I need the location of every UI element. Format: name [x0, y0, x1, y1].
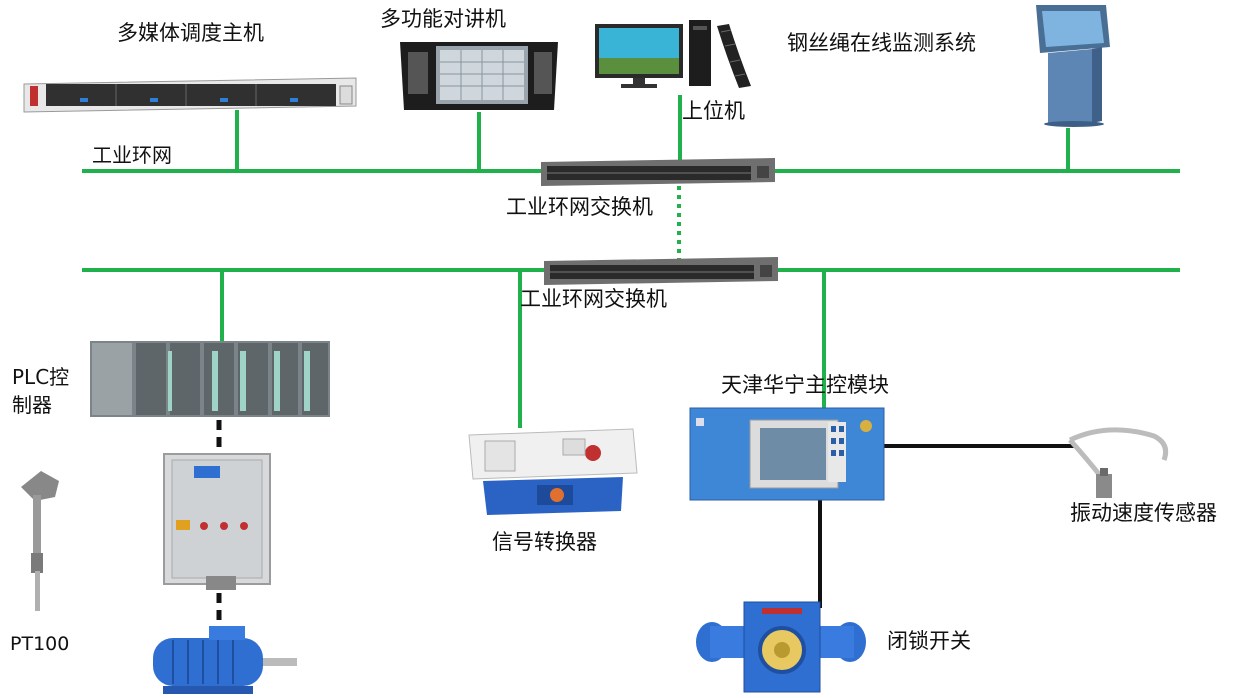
label-signal-converter: 信号转换器	[492, 530, 597, 554]
label-plc-line2: 制器	[12, 393, 52, 417]
network-switch-icon-top	[541, 158, 775, 186]
signal-converter-icon	[468, 428, 638, 515]
vibration-sensor-icon	[1068, 427, 1169, 498]
lock-switch-icon	[696, 601, 866, 693]
monitoring-kiosk-icon	[1036, 5, 1110, 127]
label-ring-network-top: 工业环网	[92, 143, 172, 167]
rack-server-icon	[23, 77, 357, 113]
network-switch-icon-bottom	[544, 257, 778, 285]
plc-controller-icon	[90, 341, 330, 417]
temperature-probe-icon	[21, 471, 59, 611]
label-switch-bottom: 工业环网交换机	[520, 287, 667, 311]
label-vibration-sensor: 振动速度传感器	[1070, 501, 1217, 525]
explosion-proof-cabinet-icon	[163, 453, 271, 590]
label-rope-monitor: 钢丝绳在线监测系统	[787, 31, 976, 55]
control-module-icon	[689, 407, 885, 501]
label-plc-line1: PLC控	[12, 365, 70, 389]
label-multimedia-host: 多媒体调度主机	[117, 21, 264, 45]
desktop-computer-icon	[595, 20, 751, 88]
label-intercom: 多功能对讲机	[380, 7, 506, 31]
label-lock-switch: 闭锁开关	[887, 629, 971, 653]
label-switch-top: 工业环网交换机	[506, 195, 653, 219]
label-main-control: 天津华宁主控模块	[721, 373, 889, 397]
label-host-pc: 上位机	[682, 99, 745, 123]
electric-motor-icon	[153, 626, 297, 694]
intercom-console-icon	[400, 42, 558, 110]
label-pt100: PT100	[10, 633, 70, 655]
